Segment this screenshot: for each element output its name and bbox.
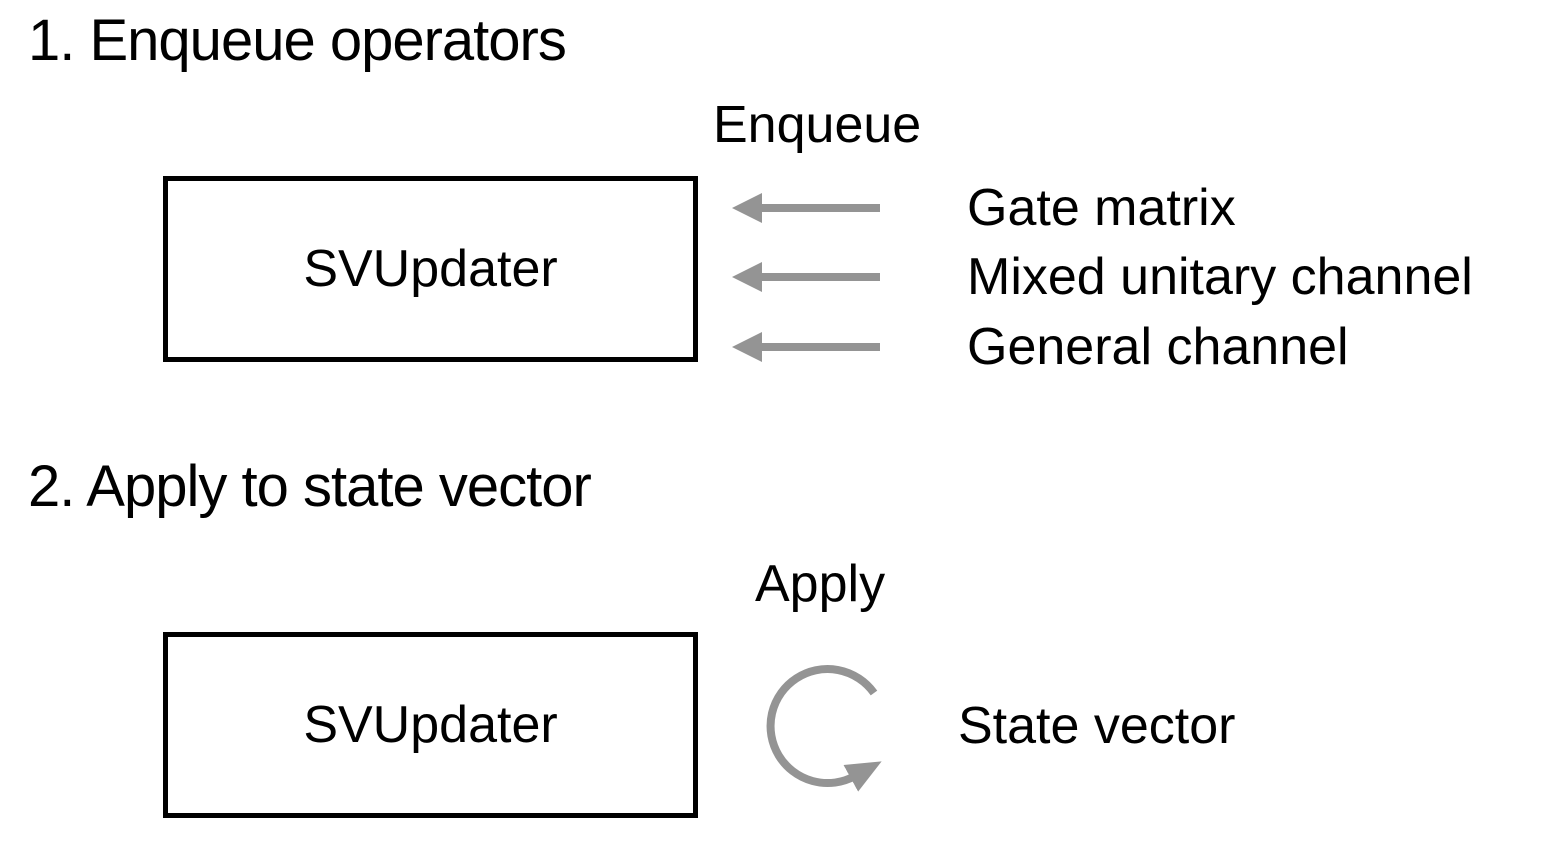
left-arrow-head: [732, 262, 762, 292]
left-arrow-icon: [732, 262, 880, 292]
input-label: Mixed unitary channel: [967, 248, 1473, 306]
section-1-heading: 1. Enqueue operators: [28, 8, 567, 73]
input-label: Gate matrix: [967, 179, 1236, 237]
svupdater-box-2: SVUpdater: [163, 632, 698, 818]
svupdater-box-1: SVUpdater: [163, 176, 698, 362]
input-row-general-channel: General channel: [732, 317, 1349, 377]
svupdater-box-1-label: SVUpdater: [303, 240, 558, 298]
input-row-mixed-unitary-channel: Mixed unitary channel: [732, 247, 1473, 307]
svupdater-box-2-label: SVUpdater: [303, 696, 558, 754]
left-arrow-head: [732, 332, 762, 362]
apply-action-label: Apply: [755, 555, 886, 613]
circular-loop-arrow-icon: [766, 665, 882, 792]
left-arrow-shaft: [758, 204, 880, 212]
input-label: General channel: [967, 318, 1349, 376]
state-vector-label: State vector: [958, 697, 1236, 755]
section-2-heading: 2. Apply to state vector: [28, 454, 592, 519]
left-arrow-icon: [732, 193, 880, 223]
left-arrow-head: [732, 193, 762, 223]
left-arrow-shaft: [758, 343, 880, 351]
left-arrow-shaft: [758, 273, 880, 281]
left-arrow-icon: [732, 332, 880, 362]
state-vector-row: State vector: [958, 696, 1235, 756]
enqueue-action-label: Enqueue: [713, 96, 922, 154]
input-row-gate-matrix: Gate matrix: [732, 178, 1236, 238]
